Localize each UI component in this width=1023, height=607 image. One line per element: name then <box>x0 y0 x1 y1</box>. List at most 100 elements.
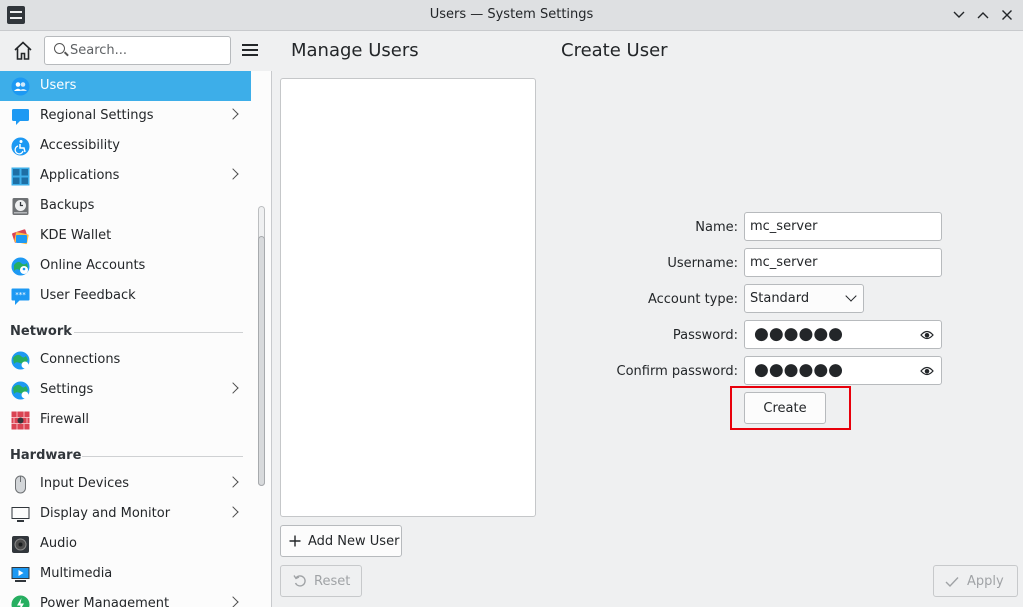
sidebar: Users Regional Settings Accessibility Ap… <box>0 31 272 607</box>
sidebar-item-label: Audio <box>40 536 77 551</box>
sidebar-item-kde-wallet[interactable]: KDE Wallet <box>0 221 251 251</box>
sidebar-item-label: Firewall <box>40 412 90 427</box>
sidebar-item-label: Accessibility <box>40 138 120 153</box>
show-password-eye-icon[interactable] <box>920 365 934 377</box>
account-type-value: Standard <box>750 291 810 306</box>
sidebar-item-accessibility[interactable]: Accessibility <box>0 131 251 161</box>
highlight-box <box>730 386 851 430</box>
applications-icon <box>11 167 30 186</box>
chevron-right-icon <box>227 108 239 120</box>
sidebar-item-label: Online Accounts <box>40 258 146 273</box>
create-user-title: Create User <box>561 40 668 61</box>
account-type-dropdown[interactable]: Standard <box>744 284 864 313</box>
section-header-hardware: Hardware <box>10 448 82 463</box>
minimize-button[interactable] <box>949 5 969 25</box>
sidebar-item-label: Users <box>40 78 77 93</box>
name-field[interactable]: mc_server <box>744 212 942 241</box>
sidebar-item-label: Display and Monitor <box>40 506 171 521</box>
section-divider <box>82 456 243 457</box>
search-input[interactable] <box>70 41 225 60</box>
sidebar-item-label: User Feedback <box>40 288 136 303</box>
sidebar-header <box>0 31 272 71</box>
maximize-button[interactable] <box>973 5 993 25</box>
sidebar-item-users[interactable]: Users <box>0 71 251 101</box>
confirm-password-mask: ●●●●●● <box>754 360 844 380</box>
sidebar-item-audio[interactable]: Audio <box>0 529 251 559</box>
sidebar-item-label: Power Management <box>40 596 170 607</box>
chevron-down-icon <box>845 290 857 302</box>
reset-button[interactable]: Reset <box>280 565 362 597</box>
reset-label: Reset <box>314 574 351 589</box>
sidebar-item-label: Input Devices <box>40 476 130 491</box>
add-new-user-label: Add New User <box>308 534 400 549</box>
accessibility-icon <box>11 137 30 156</box>
sidebar-item-connections[interactable]: Connections <box>0 345 251 375</box>
password-label: Password: <box>672 328 738 343</box>
connections-icon <box>11 351 30 370</box>
chevron-right-icon <box>227 476 239 488</box>
sidebar-item-backups[interactable]: Backups <box>0 191 251 221</box>
confirm-password-field[interactable]: ●●●●●● <box>744 356 942 385</box>
chevron-up-icon <box>977 12 989 19</box>
chevron-right-icon <box>227 596 239 607</box>
sidebar-item-label: Multimedia <box>40 566 113 581</box>
display-icon <box>11 507 30 522</box>
menu-icon-bar <box>242 54 258 56</box>
sidebar-item-input-devices[interactable]: Input Devices <box>0 469 251 499</box>
account-type-label: Account type: <box>647 292 738 307</box>
sidebar-item-network-settings[interactable]: Settings <box>0 375 251 405</box>
chevron-right-icon <box>227 382 239 394</box>
chevron-down-icon <box>953 11 965 18</box>
multimedia-icon <box>11 567 30 582</box>
menu-icon-bar <box>242 44 258 46</box>
online-accounts-icon <box>11 257 30 276</box>
sidebar-item-label: Backups <box>40 198 95 213</box>
apply-button[interactable]: Apply <box>933 565 1018 597</box>
sidebar-item-multimedia[interactable]: Multimedia <box>0 559 251 589</box>
system-settings-icon[interactable] <box>7 6 25 24</box>
plus-icon <box>289 535 301 547</box>
password-field[interactable]: ●●●●●● <box>744 320 942 349</box>
chevron-right-icon <box>227 168 239 180</box>
sidebar-item-power-management[interactable]: Power Management <box>0 589 251 607</box>
sidebar-item-label: Regional Settings <box>40 108 154 123</box>
hamburger-menu-button[interactable] <box>241 43 259 57</box>
power-management-icon <box>11 595 30 607</box>
apply-label: Apply <box>967 574 1004 589</box>
user-list[interactable] <box>280 78 536 517</box>
home-button[interactable] <box>10 38 36 64</box>
search-field[interactable] <box>44 36 231 65</box>
audio-icon <box>12 536 29 553</box>
sidebar-item-applications[interactable]: Applications <box>0 161 251 191</box>
sidebar-scrollbar-thumb[interactable] <box>258 236 265 486</box>
search-icon <box>54 43 65 54</box>
add-new-user-button[interactable]: Add New User <box>280 525 402 557</box>
show-password-eye-icon[interactable] <box>920 329 934 341</box>
sidebar-item-label: Settings <box>40 382 94 397</box>
menu-icon-bar <box>242 49 258 51</box>
users-icon <box>11 77 30 96</box>
section-divider <box>74 332 243 333</box>
sidebar-item-label: Applications <box>40 168 120 183</box>
network-settings-icon <box>11 381 30 400</box>
sidebar-item-label: KDE Wallet <box>40 228 112 243</box>
name-label: Name: <box>695 220 738 235</box>
sidebar-item-label: Connections <box>40 352 121 367</box>
sidebar-item-display-and-monitor[interactable]: Display and Monitor <box>0 499 251 529</box>
create-button[interactable]: Create <box>744 392 826 424</box>
sidebar-item-regional-settings[interactable]: Regional Settings <box>0 101 251 131</box>
manage-users-title: Manage Users <box>291 40 419 61</box>
close-button[interactable] <box>997 5 1017 25</box>
sidebar-item-firewall[interactable]: Firewall <box>0 405 251 435</box>
svg-text:***: *** <box>15 291 26 299</box>
password-mask: ●●●●●● <box>754 324 844 344</box>
backups-icon <box>12 198 29 215</box>
create-label: Create <box>763 401 807 416</box>
sidebar-item-user-feedback[interactable]: *** User Feedback <box>0 281 251 311</box>
kde-wallet-icon <box>12 229 29 245</box>
close-icon <box>1002 10 1012 20</box>
sidebar-item-online-accounts[interactable]: Online Accounts <box>0 251 251 281</box>
username-field[interactable]: mc_server <box>744 248 942 277</box>
main-panel: Manage Users Create User Add New User Re… <box>273 31 1023 607</box>
chevron-right-icon <box>227 506 239 518</box>
